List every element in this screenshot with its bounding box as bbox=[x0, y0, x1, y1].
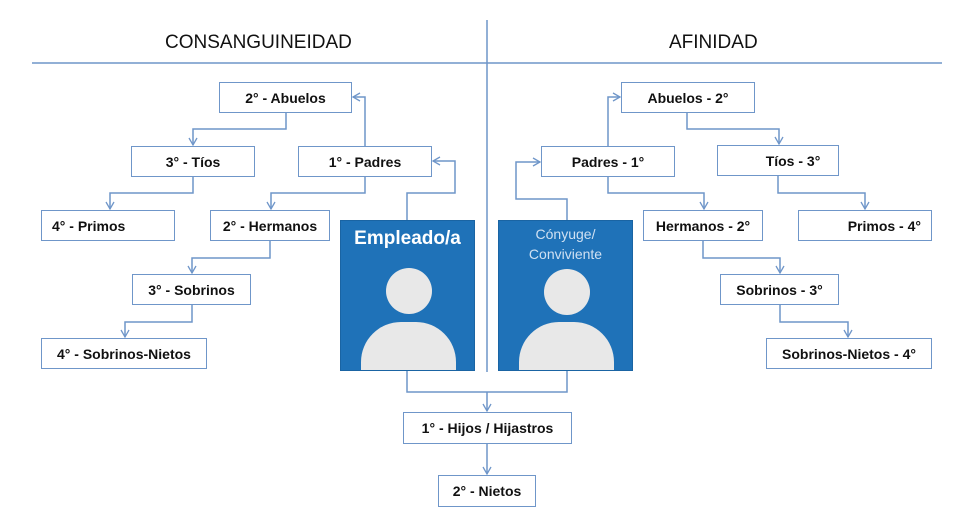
right-abuelos-box: Abuelos - 2° bbox=[621, 82, 755, 113]
left-tios-box: 3° - Tíos bbox=[131, 146, 255, 177]
left-primos-box: 4° - Primos bbox=[41, 210, 175, 241]
connector bbox=[702, 241, 785, 275]
connector bbox=[779, 305, 853, 339]
connector bbox=[406, 371, 568, 393]
nietos-box: 2° - Nietos bbox=[438, 475, 536, 507]
left-sobrinos-nietos-box: 4° - Sobrinos-Nietos bbox=[41, 338, 207, 369]
right-padres-box: Padres - 1° bbox=[541, 146, 675, 177]
right-primos-box: Primos - 4° bbox=[798, 210, 932, 241]
connector bbox=[515, 157, 568, 220]
employee-card: Empleado/a bbox=[340, 220, 475, 371]
spouse-label-line1: Cónyuge/ bbox=[535, 226, 596, 242]
connector bbox=[686, 113, 784, 146]
right-hermanos-box: Hermanos - 2° bbox=[643, 210, 763, 241]
spouse-card: Cónyuge/ Conviviente bbox=[498, 220, 633, 371]
right-sobrinos-nietos-box: Sobrinos-Nietos - 4° bbox=[766, 338, 932, 369]
hijos-box: 1° - Hijos / Hijastros bbox=[403, 412, 572, 444]
connector bbox=[266, 177, 366, 211]
spouse-label-line2: Conviviente bbox=[528, 246, 603, 262]
connector bbox=[120, 305, 193, 339]
right-sobrinos-box: Sobrinos - 3° bbox=[720, 274, 839, 305]
connector bbox=[351, 92, 366, 146]
connector bbox=[777, 176, 870, 211]
person-head-icon bbox=[544, 269, 590, 315]
left-abuelos-box: 2° - Abuelos bbox=[219, 82, 352, 113]
affinity-title: AFINIDAD bbox=[669, 32, 758, 53]
connector bbox=[105, 177, 194, 211]
left-padres-box: 1° - Padres bbox=[298, 146, 432, 177]
connector bbox=[607, 92, 622, 146]
right-tios-box: Tíos - 3° bbox=[717, 145, 839, 176]
connector bbox=[187, 241, 271, 275]
person-body-icon bbox=[361, 322, 456, 370]
employee-label: Empleado/a bbox=[354, 228, 461, 249]
left-sobrinos-box: 3° - Sobrinos bbox=[132, 274, 251, 305]
left-hermanos-box: 2° - Hermanos bbox=[210, 210, 330, 241]
person-head-icon bbox=[386, 268, 432, 314]
connector bbox=[188, 113, 287, 147]
person-body-icon bbox=[519, 322, 614, 370]
connector bbox=[607, 177, 709, 211]
consanguinity-title: CONSANGUINEIDAD bbox=[165, 32, 352, 53]
connector bbox=[406, 156, 456, 220]
